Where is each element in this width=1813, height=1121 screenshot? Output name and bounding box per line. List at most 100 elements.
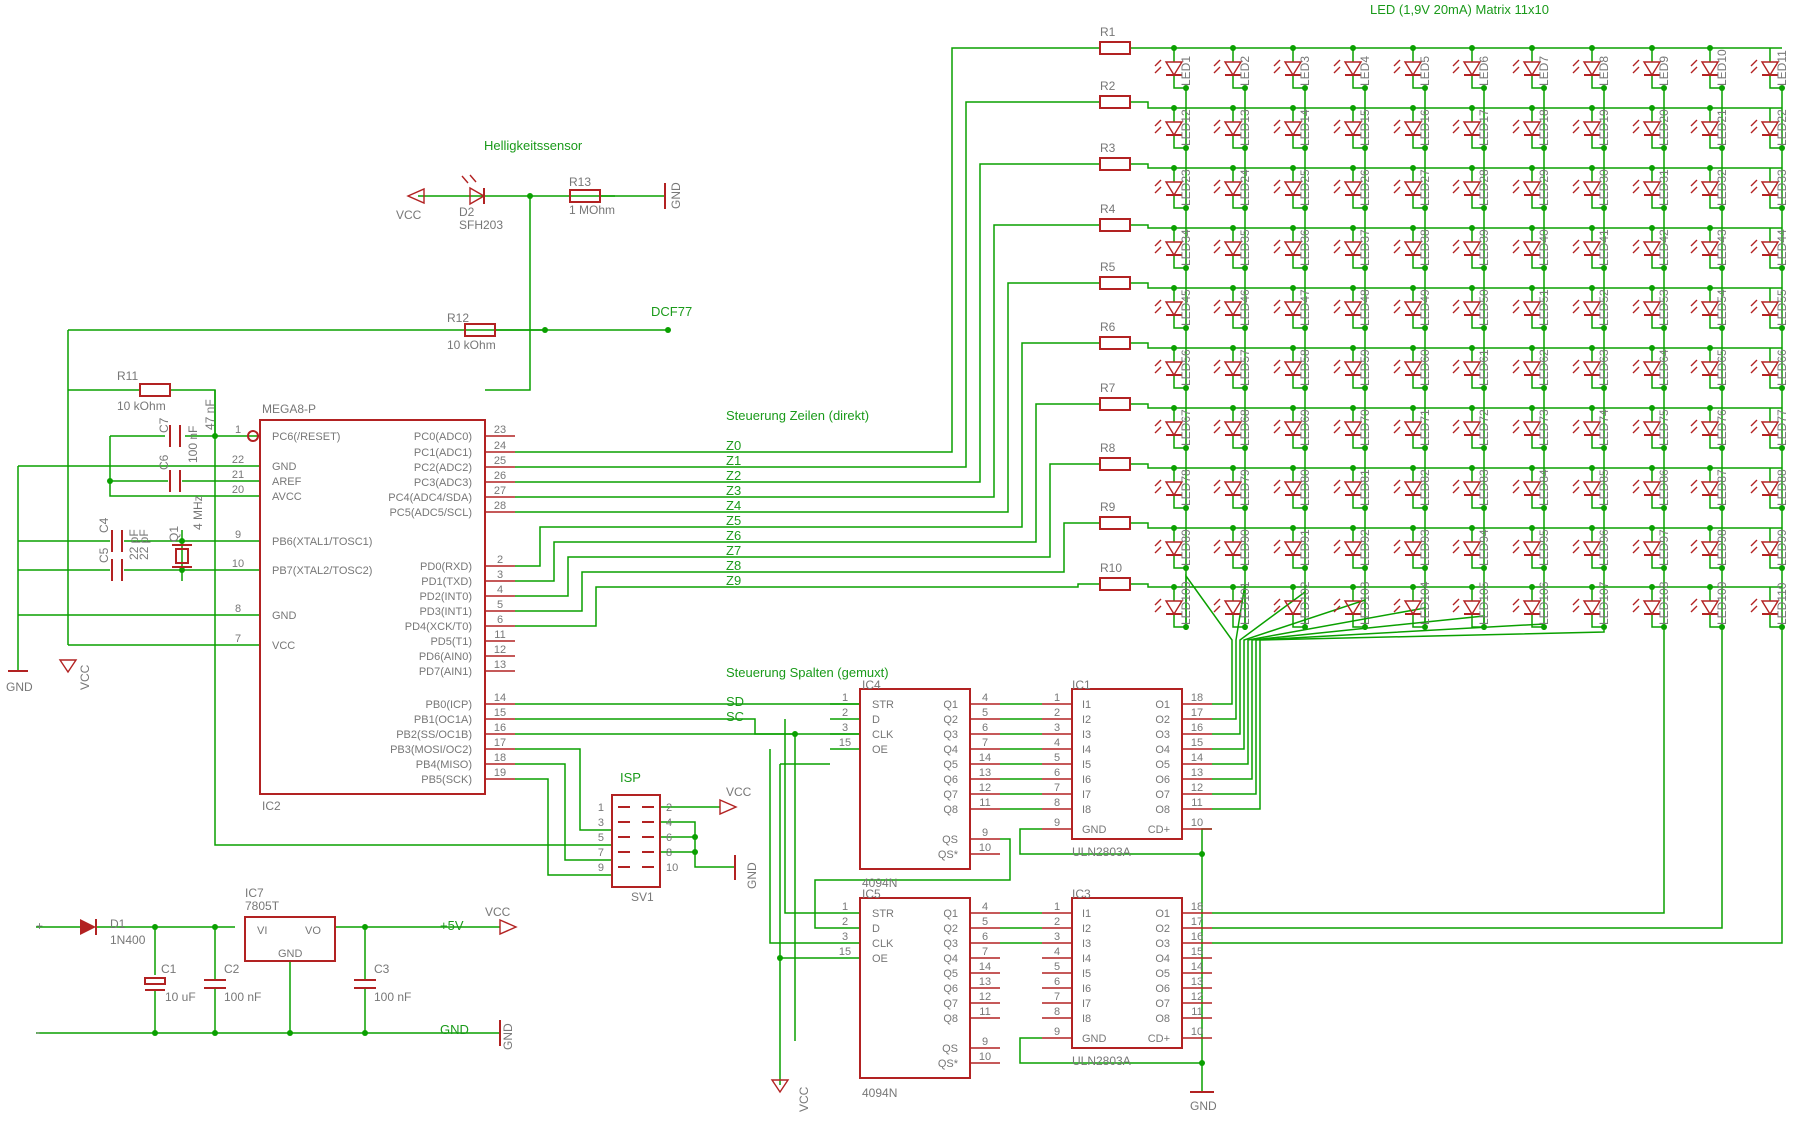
mcu-pin-number: 23 (494, 424, 506, 436)
mcu-pin-number: 17 (494, 737, 506, 749)
led-cathode-lead (1651, 255, 1664, 269)
led-label: LED1 (1179, 56, 1193, 86)
led-cathode-lead (1769, 375, 1782, 389)
capacitor-c1 (144, 977, 166, 985)
led-label: LED51 (1537, 289, 1551, 326)
led-symbol (1223, 121, 1243, 137)
led-emission-arrows (1154, 419, 1162, 434)
junction-dot (1230, 584, 1236, 590)
cascade-wire (814, 838, 1011, 929)
junction-dot (179, 538, 185, 544)
led-emission-arrows (1154, 119, 1162, 134)
led-symbol (1642, 481, 1662, 497)
vcc-arrow-bottom (770, 1079, 790, 1094)
shift-pin-name: Q1 (943, 908, 958, 920)
led-emission-arrows (1154, 299, 1162, 314)
led-label: LED17 (1477, 109, 1491, 146)
led-cathode-lead (1173, 435, 1186, 449)
led-symbol (1283, 481, 1303, 497)
row-bus (1130, 463, 1782, 469)
led-emission-arrows (1452, 479, 1460, 494)
led-cathode-lead (1471, 375, 1484, 389)
led-symbol (1700, 241, 1720, 257)
vcc-label-bottom: VCC (797, 1086, 811, 1112)
shift-pin-number: 10 (979, 1051, 991, 1063)
led-symbol (1462, 541, 1482, 557)
junction-dot (1290, 45, 1296, 51)
led-emission-arrows (1154, 239, 1162, 254)
led-symbol (1582, 481, 1602, 497)
shift-pin-number: 3 (842, 722, 848, 734)
led-cathode-lead (1352, 315, 1365, 329)
driver-pin-number: 11 (1191, 1006, 1202, 1018)
led-cathode-lead (1412, 614, 1425, 628)
led-cathode-lead (1531, 375, 1544, 389)
mcu-pin-number: 2 (497, 554, 503, 566)
junction-dot (1589, 465, 1595, 471)
driver-pin-number: 6 (1054, 767, 1060, 779)
led-symbol (1283, 600, 1303, 616)
led-label: LED79 (1238, 469, 1252, 506)
led-cathode-lead (1531, 75, 1544, 89)
junction-dot (1290, 465, 1296, 471)
wire (769, 749, 830, 944)
junction-dot (1410, 345, 1416, 351)
led-symbol (1642, 181, 1662, 197)
isp-title: ISP (620, 770, 641, 785)
junction-dot (1290, 405, 1296, 411)
mcu-pin-number: 28 (494, 500, 506, 512)
led-cathode-lead (1173, 614, 1186, 628)
row-net-wire (515, 522, 1100, 612)
led-cathode-lead (1531, 315, 1544, 329)
led-cathode-lead (1471, 555, 1484, 569)
driver-pin-name: O3 (1155, 938, 1170, 950)
led-cathode-lead (1709, 315, 1722, 329)
led-symbol (1283, 361, 1303, 377)
junction-dot (1290, 345, 1296, 351)
led-emission-arrows (1632, 359, 1640, 374)
led-emission-arrows (1452, 119, 1460, 134)
led-symbol (1164, 301, 1184, 317)
led-emission-arrows (1632, 479, 1640, 494)
column-drive (1212, 590, 1306, 735)
led-label: LED77 (1775, 409, 1789, 446)
shift-pin-name: QS (942, 1043, 958, 1055)
led-symbol (1582, 61, 1602, 77)
led-emission-arrows (1273, 419, 1281, 434)
led-cathode-lead (1769, 614, 1782, 628)
driver-pin-name: GND (1082, 1033, 1107, 1045)
shift-pin-name: Q4 (943, 744, 958, 756)
driver-pin-number: 16 (1191, 931, 1203, 943)
ic3-ref: IC3 (1072, 887, 1091, 901)
d2-value: SFH203 (459, 218, 503, 232)
led-emission-arrows (1750, 419, 1758, 434)
junction-dot (1589, 225, 1595, 231)
led-symbol (1403, 481, 1423, 497)
led-emission-arrows (1273, 119, 1281, 134)
led-emission-arrows (1572, 239, 1580, 254)
resistor-r13 (569, 189, 601, 203)
led-symbol (1760, 541, 1780, 557)
driver-pin-number: 15 (1191, 737, 1203, 749)
mcu-pin-name: PC6(/RESET) (272, 431, 340, 443)
led-emission-arrows (1333, 59, 1341, 74)
led-emission-arrows (1512, 179, 1520, 194)
net-sd: SD (726, 694, 744, 709)
row-net-label: Z1 (726, 453, 741, 468)
led-symbol (1343, 121, 1363, 137)
junction-dot (1350, 525, 1356, 531)
led-label: LED8 (1597, 56, 1611, 86)
shift-pin-name: D (872, 714, 880, 726)
led-emission-arrows (1273, 299, 1281, 314)
led-symbol (1582, 301, 1602, 317)
led-symbol (1343, 301, 1363, 317)
shift-pin-name: Q8 (943, 1013, 958, 1025)
led-cathode-lead (1591, 315, 1604, 329)
driver-pin-name: O5 (1155, 968, 1170, 980)
shift-pin-name: QS (942, 834, 958, 846)
mcu-pin-number: 18 (494, 752, 506, 764)
led-emission-arrows (1393, 598, 1401, 613)
row-bus (1130, 342, 1782, 349)
shift-pin-name: OE (872, 953, 888, 965)
led-symbol (1582, 181, 1602, 197)
